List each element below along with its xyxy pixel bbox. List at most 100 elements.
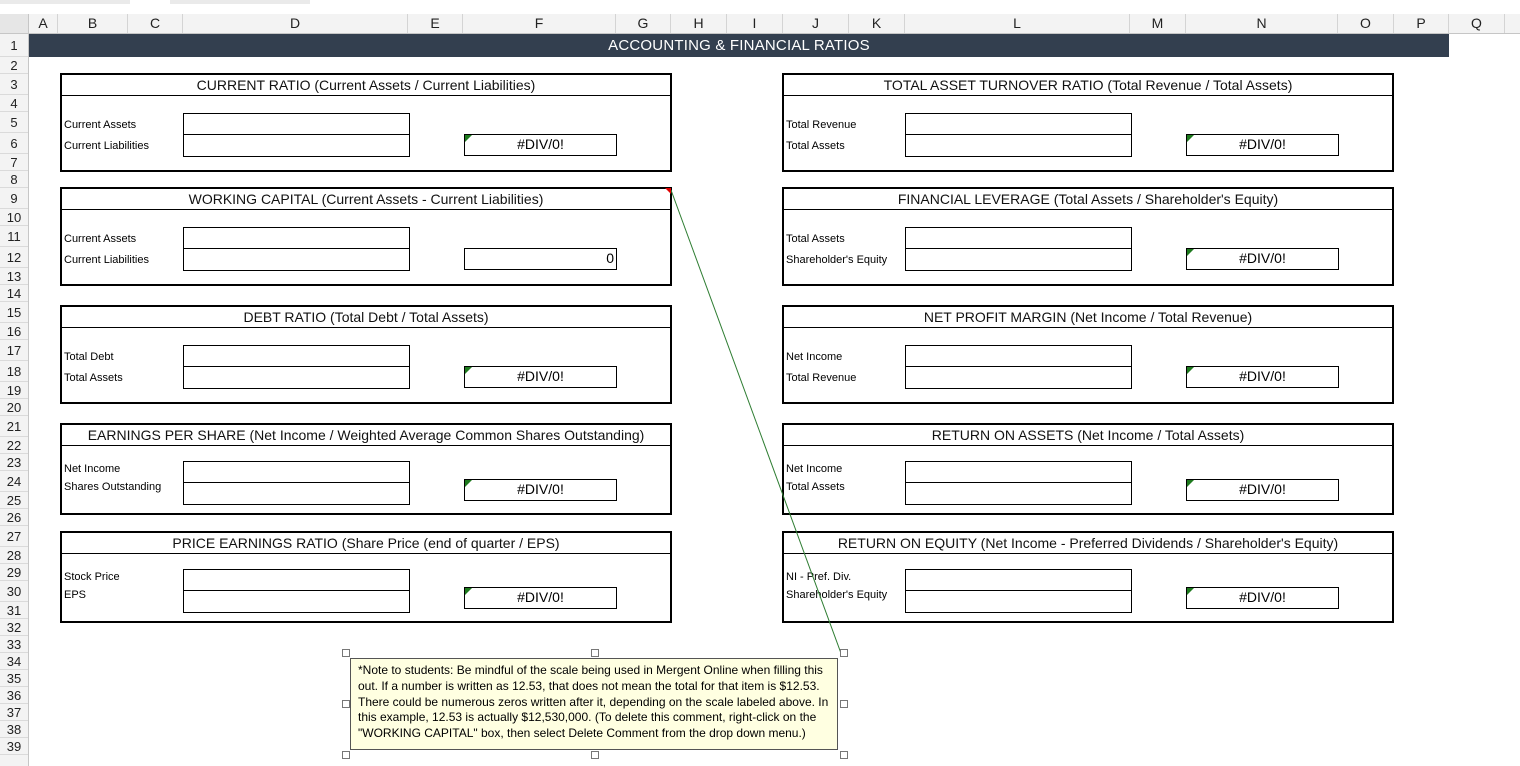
row-header[interactable]: 38 — [0, 721, 28, 738]
row-header[interactable]: 19 — [0, 382, 28, 399]
row-header[interactable]: 1 — [0, 34, 28, 57]
result-cell[interactable]: #DIV/0! — [1186, 587, 1339, 609]
column-header[interactable]: L — [905, 14, 1130, 33]
result-cell[interactable]: #DIV/0! — [464, 366, 617, 388]
ratio-header[interactable]: EARNINGS PER SHARE (Net Income / Weighte… — [62, 425, 670, 446]
ratio-header[interactable]: FINANCIAL LEVERAGE (Total Assets / Share… — [784, 189, 1392, 210]
ratio-header[interactable]: DEBT RATIO (Total Debt / Total Assets) — [62, 307, 670, 328]
row-header[interactable]: 36 — [0, 687, 28, 704]
column-header[interactable]: E — [408, 14, 463, 33]
result-cell[interactable]: 0 — [464, 248, 617, 270]
ratio-header[interactable]: RETURN ON EQUITY (Net Income - Preferred… — [784, 533, 1392, 554]
row-header[interactable]: 34 — [0, 653, 28, 670]
error-indicator-icon[interactable] — [1187, 588, 1194, 595]
column-header[interactable]: H — [671, 14, 727, 33]
input-cells[interactable] — [183, 461, 410, 505]
error-indicator-icon[interactable] — [1187, 135, 1194, 142]
column-header[interactable]: C — [128, 14, 183, 33]
input-cells[interactable] — [183, 227, 410, 271]
column-header[interactable]: O — [1338, 14, 1394, 33]
result-cell[interactable]: #DIV/0! — [464, 479, 617, 501]
result-cell[interactable]: #DIV/0! — [1186, 479, 1339, 501]
comment-indicator[interactable] — [665, 188, 671, 194]
resize-handle[interactable] — [591, 751, 599, 759]
row-header[interactable]: 37 — [0, 704, 28, 721]
row-header[interactable]: 35 — [0, 670, 28, 687]
error-indicator-icon[interactable] — [1187, 249, 1194, 256]
input-cells[interactable] — [905, 569, 1132, 613]
row-header[interactable]: 29 — [0, 564, 28, 581]
row-header[interactable]: 22 — [0, 437, 28, 454]
row-header[interactable]: 7 — [0, 154, 28, 171]
column-header[interactable]: B — [58, 14, 128, 33]
error-indicator-icon[interactable] — [1187, 480, 1194, 487]
ratio-header[interactable]: TOTAL ASSET TURNOVER RATIO (Total Revenu… — [784, 75, 1392, 96]
resize-handle[interactable] — [840, 649, 848, 657]
input-cells[interactable] — [905, 227, 1132, 271]
result-cell[interactable]: #DIV/0! — [1186, 248, 1339, 270]
resize-handle[interactable] — [342, 751, 350, 759]
sheet-title[interactable]: ACCOUNTING & FINANCIAL RATIOS — [29, 34, 1449, 57]
input-cells[interactable] — [905, 461, 1132, 505]
result-cell[interactable]: #DIV/0! — [1186, 366, 1339, 388]
row-header[interactable]: 18 — [0, 361, 28, 382]
row-header[interactable]: 17 — [0, 340, 28, 361]
column-header[interactable]: M — [1130, 14, 1186, 33]
row-header[interactable]: 14 — [0, 285, 28, 302]
row-header[interactable]: 3 — [0, 74, 28, 95]
error-indicator-icon[interactable] — [465, 480, 472, 487]
error-indicator-icon[interactable] — [1187, 367, 1194, 374]
select-all-corner[interactable] — [0, 14, 29, 33]
ratio-header[interactable]: NET PROFIT MARGIN (Net Income / Total Re… — [784, 307, 1392, 328]
resize-handle[interactable] — [342, 700, 350, 708]
column-header[interactable]: J — [783, 14, 849, 33]
column-header[interactable]: A — [29, 14, 58, 33]
row-header[interactable]: 39 — [0, 738, 28, 755]
comment-box[interactable]: *Note to students: Be mindful of the sca… — [350, 658, 838, 750]
column-header[interactable]: K — [849, 14, 905, 33]
row-header[interactable]: 13 — [0, 268, 28, 285]
row-header[interactable]: 25 — [0, 492, 28, 509]
column-header[interactable]: D — [183, 14, 408, 33]
row-header[interactable]: 31 — [0, 602, 28, 619]
error-indicator-icon[interactable] — [465, 367, 472, 374]
column-header[interactable]: N — [1186, 14, 1338, 33]
ratio-header[interactable]: PRICE EARNINGS RATIO (Share Price (end o… — [62, 533, 670, 554]
resize-handle[interactable] — [342, 649, 350, 657]
row-header[interactable]: 4 — [0, 95, 28, 112]
input-cells[interactable] — [905, 113, 1132, 157]
row-header[interactable]: 27 — [0, 526, 28, 547]
row-header[interactable]: 24 — [0, 471, 28, 492]
row-header[interactable]: 28 — [0, 547, 28, 564]
column-header[interactable]: F — [463, 14, 616, 33]
row-header[interactable]: 5 — [0, 112, 28, 133]
row-header[interactable]: 16 — [0, 323, 28, 340]
input-cells[interactable] — [905, 345, 1132, 389]
result-cell[interactable]: #DIV/0! — [464, 134, 617, 156]
error-indicator-icon[interactable] — [465, 135, 472, 142]
ratio-header[interactable]: WORKING CAPITAL (Current Assets - Curren… — [62, 189, 670, 210]
ratio-header[interactable]: CURRENT RATIO (Current Assets / Current … — [62, 75, 670, 96]
row-header[interactable]: 21 — [0, 416, 28, 437]
ratio-header[interactable]: RETURN ON ASSETS (Net Income / Total Ass… — [784, 425, 1392, 446]
row-header[interactable]: 2 — [0, 57, 28, 74]
row-header[interactable]: 23 — [0, 454, 28, 471]
row-header[interactable]: 30 — [0, 581, 28, 602]
row-header[interactable]: 15 — [0, 302, 28, 323]
result-cell[interactable]: #DIV/0! — [1186, 134, 1339, 156]
row-header[interactable]: 20 — [0, 399, 28, 416]
resize-handle[interactable] — [840, 700, 848, 708]
row-header[interactable]: 33 — [0, 636, 28, 653]
column-header[interactable]: I — [727, 14, 783, 33]
error-indicator-icon[interactable] — [465, 588, 472, 595]
row-header[interactable]: 8 — [0, 171, 28, 188]
input-cells[interactable] — [183, 569, 410, 613]
column-header[interactable]: P — [1394, 14, 1449, 33]
result-cell[interactable]: #DIV/0! — [464, 587, 617, 609]
row-header[interactable]: 26 — [0, 509, 28, 526]
resize-handle[interactable] — [591, 649, 599, 657]
row-header[interactable]: 6 — [0, 133, 28, 154]
row-header[interactable]: 9 — [0, 188, 28, 209]
input-cells[interactable] — [183, 345, 410, 389]
row-header[interactable]: 11 — [0, 226, 28, 247]
